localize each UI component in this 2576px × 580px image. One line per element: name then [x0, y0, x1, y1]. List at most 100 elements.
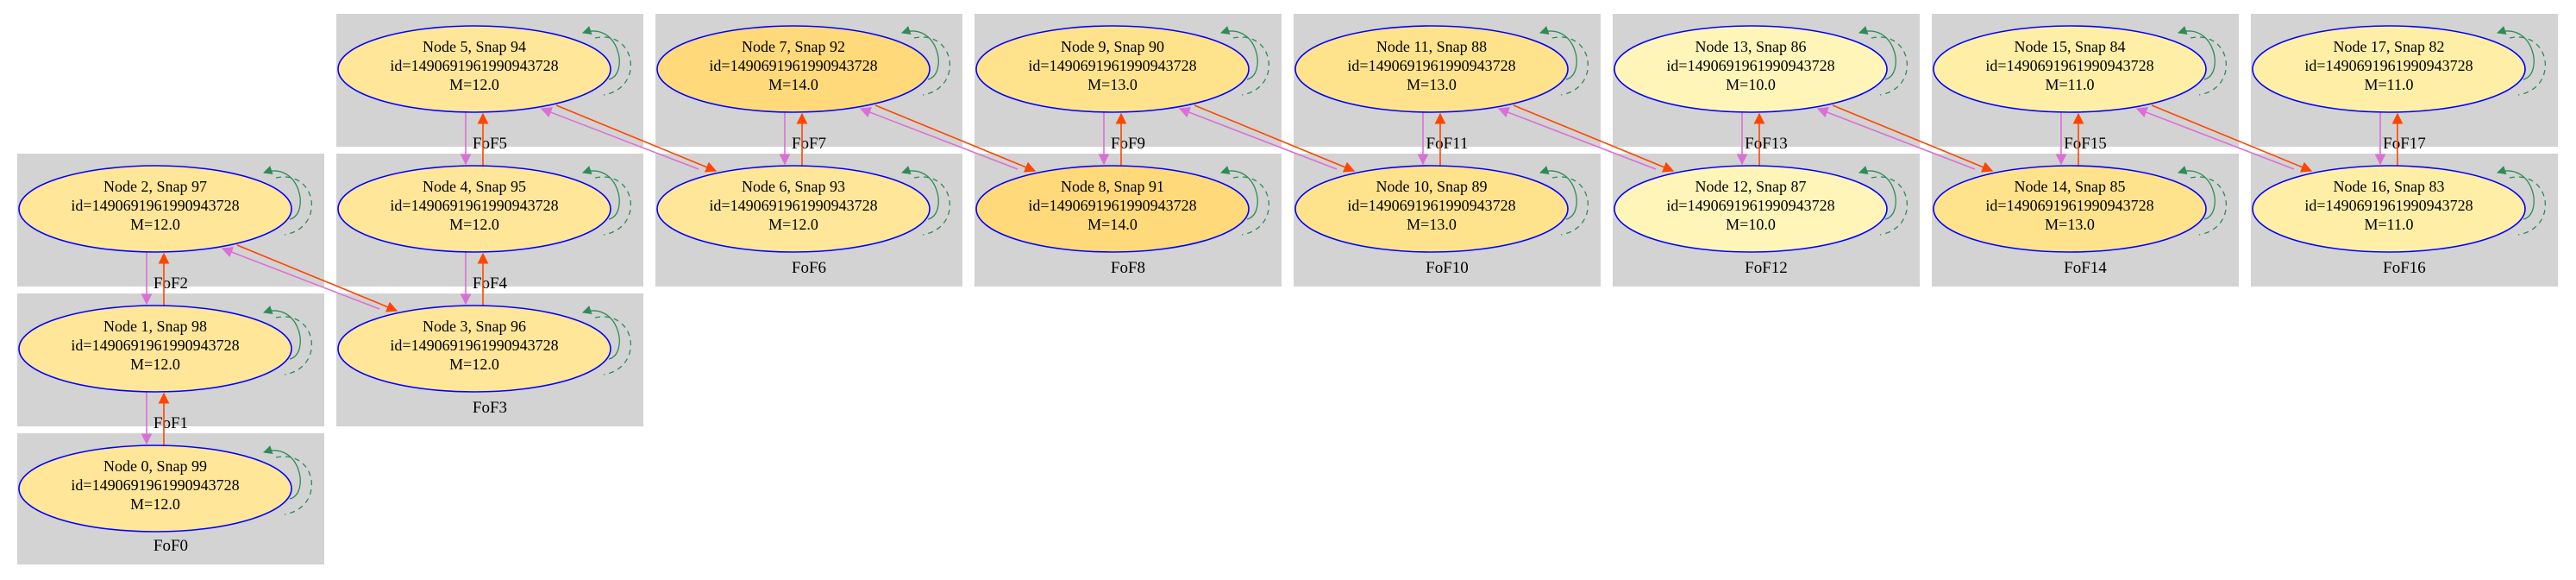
node-id: id=1490691961990943728: [1028, 57, 1196, 74]
node-id: id=1490691961990943728: [71, 337, 239, 354]
node-9: Node 9, Snap 90id=1490691961990943728M=1…: [975, 25, 1270, 113]
node-id: id=1490691961990943728: [390, 337, 558, 354]
node-id: id=1490691961990943728: [390, 197, 558, 214]
node-title: Node 12, Snap 87: [1695, 178, 1807, 195]
self-loop-dashed: [1232, 176, 1270, 236]
cluster-label: FoF3: [473, 399, 507, 417]
node-ellipse: [975, 165, 1250, 253]
self-loop-dashed: [913, 36, 951, 96]
self-loop-solid: [1220, 26, 1258, 80]
node-17: Node 17, Snap 82id=1490691961990943728M=…: [2252, 25, 2547, 113]
node-0: Node 0, Snap 99id=149069196199094372​8M=…: [18, 444, 313, 533]
node-ellipse: [656, 25, 931, 113]
self-loop-solid: [2497, 26, 2535, 80]
edge-prev-14-13: [1816, 107, 1976, 170]
node-title: Node 14, Snap 85: [2015, 178, 2126, 195]
node-mass: M=14.0: [768, 76, 818, 93]
node-id: id=1490691961990943728: [1985, 57, 2153, 74]
node-id: id=1490691961990943728: [1666, 57, 1834, 74]
node-title: Node 5, Snap 94: [423, 38, 526, 55]
node-ellipse: [18, 305, 292, 393]
self-loop-dashed: [1871, 176, 1908, 236]
node-mass: M=11.0: [2365, 216, 2414, 233]
node-title: Node 13, Snap 86: [1695, 38, 1807, 55]
self-loop-solid: [1539, 166, 1577, 220]
node-5: Node 5, Snap 94id=1490691961990943728M=1…: [337, 25, 632, 113]
node-4: Node 4, Snap 95id=1490691961990943728M=1…: [337, 165, 632, 253]
node-ellipse: [1933, 25, 2207, 113]
node-title: Node 1, Snap 98: [103, 318, 207, 335]
self-loop-solid: [582, 306, 620, 360]
node-mass: M=13.0: [1407, 76, 1457, 93]
self-loop-solid: [582, 166, 620, 220]
cluster-label: FoF15: [2064, 135, 2107, 153]
node-3: Node 3, Snap 96id=1490691961990943728M=1…: [337, 305, 632, 393]
self-loop-solid: [1539, 26, 1577, 80]
self-loop-dashed: [275, 316, 313, 375]
edge-prev-6-5: [540, 107, 699, 170]
node-mass: M=12.0: [130, 356, 180, 373]
node-ellipse: [1294, 165, 1569, 253]
node-ellipse: [1614, 25, 1888, 113]
node-mass: M=10.0: [1726, 216, 1776, 233]
cluster-label: FoF8: [1111, 259, 1145, 277]
self-loop-solid: [582, 26, 620, 80]
node-title: Node 0, Snap 99: [103, 457, 207, 475]
node-ellipse: [337, 305, 611, 393]
self-loop-dashed: [594, 316, 632, 375]
cluster-label: FoF2: [154, 274, 188, 293]
self-loop-dashed: [913, 176, 951, 236]
self-loop-solid: [263, 306, 301, 360]
node-mass: M=11.0: [2046, 76, 2095, 93]
node-title: Node 4, Snap 95: [423, 178, 526, 195]
node-title: Node 16, Snap 83: [2334, 178, 2445, 195]
self-loop-solid: [263, 445, 301, 500]
edge-prev-16-15: [2135, 107, 2295, 170]
self-loop-solid: [2178, 166, 2216, 220]
node-mass: M=12.0: [130, 495, 180, 513]
self-loop-solid: [263, 166, 301, 220]
node-13: Node 13, Snap 86id=1490691961990943728M=…: [1614, 25, 1908, 113]
node-id: id=1490691961990943728: [1347, 57, 1515, 74]
node-id: id=1490691961990943728: [709, 57, 877, 74]
self-loop-dashed: [594, 176, 632, 236]
node-id: id=1490691961990943728: [1028, 197, 1196, 214]
node-id: id=1490691961990943728: [709, 197, 877, 214]
node-ellipse: [1294, 25, 1569, 113]
node-title: Node 17, Snap 82: [2334, 38, 2445, 55]
node-ellipse: [18, 165, 292, 253]
cluster-label: FoF11: [1426, 135, 1469, 153]
self-loop-dashed: [2190, 176, 2228, 236]
self-loop-dashed: [275, 176, 313, 236]
node-ellipse: [18, 444, 292, 533]
node-title: Node 15, Snap 84: [2015, 38, 2126, 55]
edge-next-9-10: [1194, 104, 1356, 173]
node-title: Node 10, Snap 89: [1376, 178, 1488, 195]
edge-next-7-8: [874, 104, 1037, 173]
cluster-label: FoF1: [154, 414, 188, 432]
edge-next-13-14: [1832, 104, 1994, 173]
node-6: Node 6, Snap 93id=1490691961990943728M=1…: [656, 165, 951, 253]
cluster-label: FoF7: [792, 135, 826, 153]
edge-next-5-6: [555, 104, 718, 173]
node-title: Node 8, Snap 91: [1061, 178, 1164, 195]
node-ellipse: [2252, 25, 2526, 113]
node-ellipse: [2252, 165, 2526, 253]
node-16: Node 16, Snap 83id=1490691961990943728M=…: [2252, 165, 2547, 253]
self-loop-dashed: [275, 456, 313, 515]
node-1: Node 1, Snap 98 id=1490691961990943728M=1…: [18, 305, 313, 393]
node-mass: M=13.0: [2045, 216, 2095, 233]
node-mass: M=14.0: [1087, 216, 1138, 233]
node-mass: M=13.0: [1407, 216, 1457, 233]
self-loop-dashed: [2509, 176, 2547, 236]
cluster-label: FoF6: [792, 259, 826, 277]
cluster-label: FoF14: [2064, 259, 2107, 277]
node-8: Node 8, Snap 91 id=1490691961990943728M=1…: [975, 165, 1270, 253]
node-7: Node 7, Snap 92id=1490691961990943728M=1…: [656, 25, 951, 113]
node-11: Node 11, Snap 88id=1490691961990943728M=…: [1294, 25, 1589, 113]
self-loop-dashed: [2190, 36, 2228, 96]
node-ellipse: [1933, 165, 2207, 253]
edge-prev-10-9: [1178, 107, 1338, 170]
node-mass: M=11.0: [2365, 76, 2414, 93]
node-mass: M=12.0: [449, 356, 499, 373]
